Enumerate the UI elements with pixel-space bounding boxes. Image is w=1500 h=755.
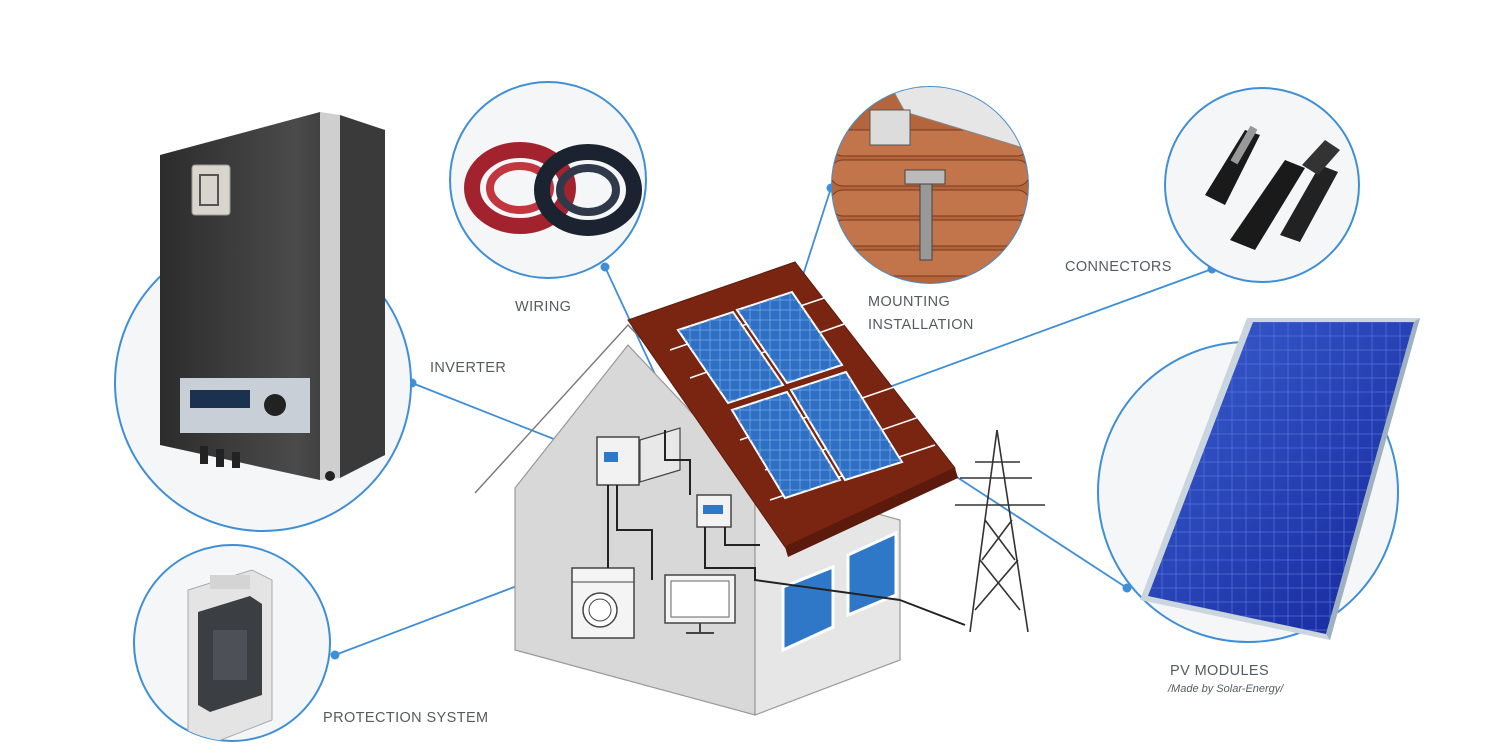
inverter-label: INVERTER — [430, 360, 507, 376]
mounting-callout — [831, 86, 1029, 284]
wiring-callout — [449, 81, 647, 279]
house — [474, 261, 966, 716]
protection-callout — [133, 544, 331, 742]
connectors-label: CONNECTORS — [1065, 259, 1172, 275]
mounting-label-line1: MOUNTING — [868, 294, 951, 310]
pv-module-panel — [1140, 318, 1420, 640]
connectors-callout — [1164, 87, 1360, 283]
window-left — [781, 564, 835, 653]
tv-icon — [664, 574, 736, 634]
inverter-device — [160, 112, 385, 481]
mounting-label-line2: INSTALLATION — [868, 317, 974, 333]
roof-pv-panels — [676, 290, 904, 500]
pv-modules-credit: /Made by Solar-Energy/ — [1168, 683, 1284, 695]
power-pylon-icon — [955, 429, 1045, 633]
pv-modules-label: PV MODULES — [1170, 663, 1270, 679]
protection-system-label: PROTECTION SYSTEM — [323, 710, 489, 726]
wiring-label: WIRING — [515, 299, 572, 315]
washing-machine-icon — [571, 567, 635, 639]
